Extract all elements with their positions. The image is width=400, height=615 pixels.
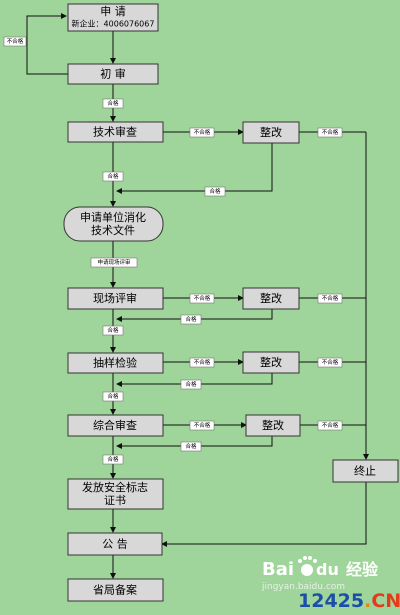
node-initial-review: 初 审: [67, 63, 159, 85]
svg-text:申请单位消化: 申请单位消化: [80, 210, 146, 224]
label-pass-rectify-2: 合格: [180, 314, 202, 325]
label-fail-sampling: 不合格: [189, 357, 215, 368]
svg-text:初 审: 初 审: [100, 67, 126, 81]
label-fail-comprehensive: 不合格: [189, 420, 215, 431]
node-apply-title: 申 请: [100, 5, 126, 18]
svg-text:整改: 整改: [260, 291, 282, 305]
node-announce: 公 告: [67, 532, 163, 556]
node-onsite-review: 现场评审: [67, 287, 164, 310]
svg-text:公 告: 公 告: [102, 538, 128, 551]
svg-text:合格: 合格: [209, 187, 221, 195]
label-fail-rectify-4: 不合格: [317, 420, 343, 431]
svg-text:不合格: 不合格: [7, 37, 24, 45]
node-digest-docs: 申请单位消化 技术文件: [63, 206, 164, 242]
svg-text:不合格: 不合格: [194, 421, 211, 429]
svg-text:抽样检验: 抽样检验: [93, 356, 137, 370]
paw-icon: [298, 556, 317, 576]
node-comprehensive-review: 综合审查: [67, 414, 164, 437]
label-pass-tech: 合格: [102, 171, 124, 182]
svg-text:技术文件: 技术文件: [91, 223, 135, 237]
svg-text:省局备案: 省局备案: [93, 583, 137, 597]
svg-text:不合格: 不合格: [322, 294, 339, 302]
svg-text:du: du: [316, 560, 339, 579]
svg-text:Bai: Bai: [262, 559, 294, 580]
label-pass-rectify-4: 合格: [180, 441, 202, 452]
node-terminate: 终止: [332, 459, 399, 483]
svg-text:整改: 整改: [260, 355, 282, 369]
svg-text:不合格: 不合格: [194, 294, 211, 302]
label-fail-rectify-2: 不合格: [317, 293, 343, 304]
node-apply-phone: 新企业：4006076067: [72, 19, 155, 29]
svg-text:不合格: 不合格: [322, 421, 339, 429]
node-rectify-2: 整改: [242, 287, 300, 310]
svg-text:合格: 合格: [107, 99, 119, 107]
node-rectify-4: 整改: [245, 414, 301, 437]
label-pass-rectify-3: 合格: [180, 379, 202, 390]
svg-text:证书: 证书: [104, 494, 126, 507]
svg-text:现场评审: 现场评审: [93, 291, 137, 305]
node-tech-review: 技术审查: [67, 121, 164, 143]
svg-text:合格: 合格: [107, 392, 119, 400]
label-fail-onsite: 不合格: [189, 293, 215, 304]
label-apply-onsite: 申请现场评审: [90, 257, 138, 268]
svg-text:不合格: 不合格: [194, 128, 211, 136]
label-pass-onsite: 合格: [102, 325, 124, 336]
svg-text:不合格: 不合格: [322, 128, 339, 136]
svg-text:整改: 整改: [260, 125, 282, 139]
svg-text:jingyan.baidu.com: jingyan.baidu.com: [261, 582, 345, 592]
svg-text:合格: 合格: [107, 172, 119, 180]
label-fail-initial: 不合格: [3, 36, 27, 47]
svg-text:申请现场评审: 申请现场评审: [97, 258, 131, 266]
node-issue-cert: 发放安全标志 证书: [67, 478, 164, 510]
label-fail-tech: 不合格: [189, 127, 215, 138]
label-pass-comprehensive: 合格: [102, 454, 124, 465]
label-pass-rectify-1: 合格: [204, 186, 226, 197]
svg-text:合格: 合格: [185, 442, 197, 450]
node-sampling-test: 抽样检验: [67, 352, 164, 374]
edge-labels: 不合格 合格 不合格 不合格 合格 合格 申请现场评审 不合格: [3, 36, 343, 465]
svg-text:合格: 合格: [185, 380, 197, 388]
svg-text:终止: 终止: [354, 464, 376, 478]
svg-text:技术审查: 技术审查: [93, 125, 137, 139]
svg-text:合格: 合格: [185, 315, 197, 323]
svg-text:综合审查: 综合审查: [93, 418, 137, 432]
label-fail-rectify-3: 不合格: [317, 357, 343, 368]
label-pass-sampling: 合格: [102, 391, 124, 402]
site-logo: 12425.CN: [298, 590, 400, 612]
svg-text:经验: 经验: [346, 560, 379, 579]
svg-text:发放安全标志: 发放安全标志: [82, 480, 148, 494]
node-rectify-1: 整改: [242, 121, 300, 144]
svg-text:合格: 合格: [107, 455, 119, 463]
svg-text:合格: 合格: [107, 326, 119, 334]
label-pass-initial: 合格: [102, 98, 124, 109]
baidu-watermark: Bai du 经验 jingyan.baidu.com: [261, 556, 379, 592]
svg-text:不合格: 不合格: [194, 358, 211, 366]
svg-text:不合格: 不合格: [322, 358, 339, 366]
node-provincial-record: 省局备案: [67, 578, 164, 602]
node-rectify-3: 整改: [242, 351, 300, 374]
svg-text:12425.CN: 12425.CN: [298, 590, 400, 612]
svg-text:整改: 整改: [262, 418, 284, 432]
node-apply: 申 请 新企业：4006076067: [67, 3, 159, 32]
label-fail-rectify-1: 不合格: [317, 127, 343, 138]
